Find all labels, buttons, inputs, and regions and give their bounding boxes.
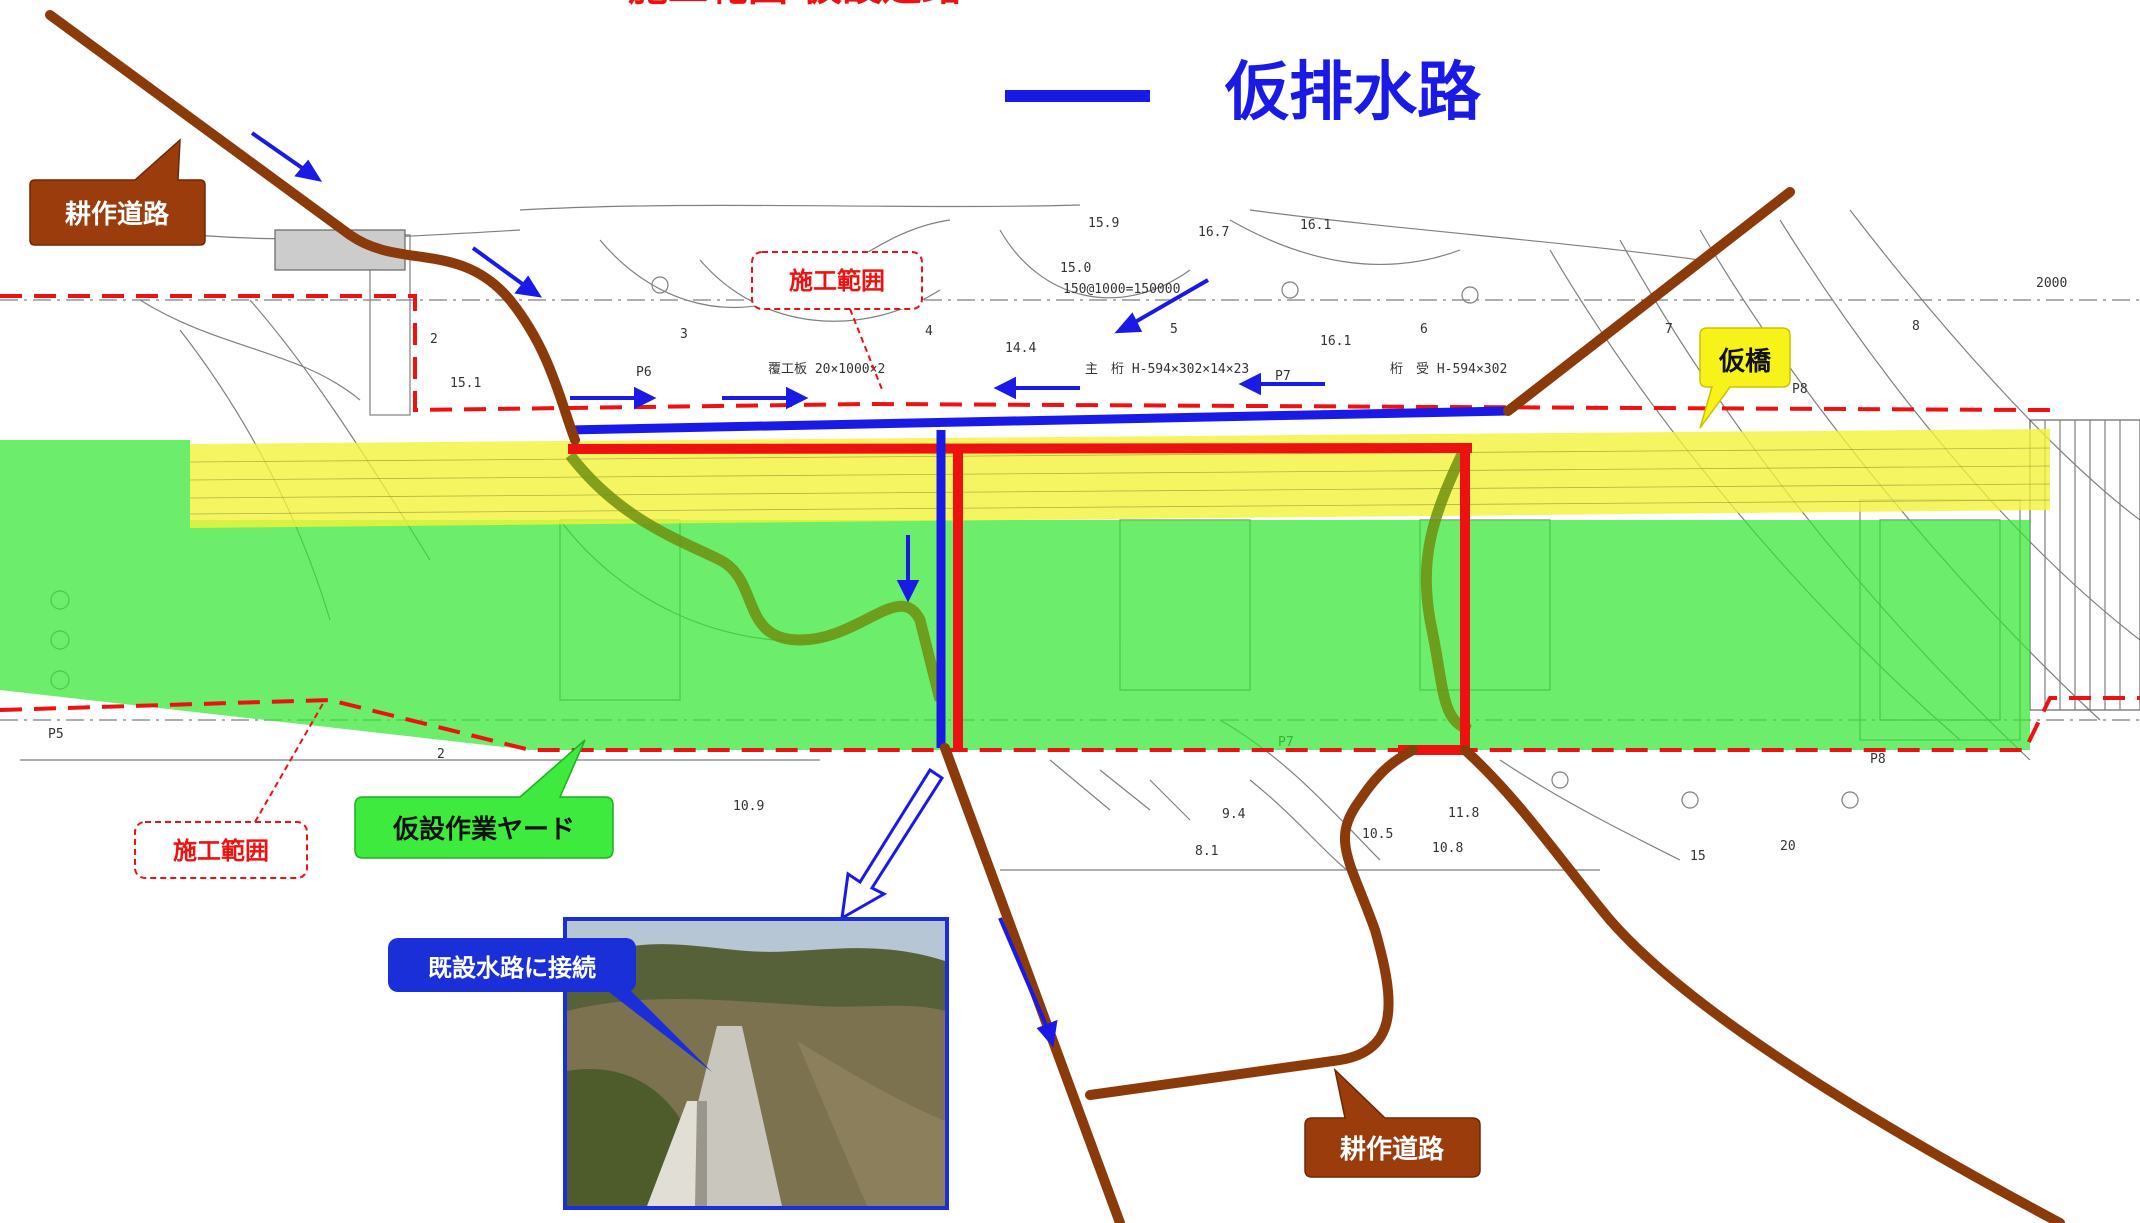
- elevation-label: 15.0: [1060, 261, 1091, 276]
- section-label: 8: [1912, 319, 1920, 334]
- elevation-label: 16.1: [1320, 334, 1351, 349]
- callout-label: 耕作道路: [65, 199, 170, 230]
- work-yard-area: [0, 440, 2030, 750]
- callout-label: 仮橋: [1718, 347, 1772, 377]
- elevation-label: 11.8: [1448, 806, 1479, 821]
- elevation-label: 10.8: [1432, 841, 1463, 856]
- bearing-label: 桁 受 H-594×302: [1390, 362, 1507, 377]
- cover-plate-label: 覆工板 20×1000×2: [768, 362, 885, 377]
- elevation-label: 14.4: [1005, 341, 1036, 356]
- callout-farm-road-bottom: 耕作道路: [1304, 1067, 1481, 1178]
- section-label: 3: [680, 327, 688, 342]
- elevation-label: 16.1: [1300, 218, 1331, 233]
- callout-construction-range-bottom: 施工範囲: [134, 699, 326, 879]
- bridge-grid: [189, 447, 2051, 515]
- pier-label: P6: [636, 365, 652, 380]
- plan-annotations: 2 3 4 5 6 7 8 2 P5 P6 P7 P8 P7 P8 15.9 1…: [48, 216, 2067, 864]
- elevation-label: 10.5: [1362, 827, 1393, 842]
- callout-connect-existing: 既設水路に接続: [388, 938, 636, 992]
- temp-drainage: [567, 406, 1509, 748]
- elevation-label: 20: [1780, 839, 1796, 854]
- existing-stream: [1420, 445, 1473, 736]
- elevation-label: 8.1: [1195, 844, 1218, 859]
- callout-construction-range-top: 施工範囲: [751, 251, 923, 393]
- elevation-label: 15.1: [450, 376, 481, 391]
- main-girder-label: 主 桁 H-594×302×14×23: [1085, 362, 1249, 377]
- section-label: 7: [1665, 322, 1673, 337]
- legend-drain-label: 仮排水路: [1224, 56, 1482, 130]
- callout-label: 施工範囲: [173, 837, 269, 865]
- callout-label: 仮設作業ヤード: [392, 814, 575, 845]
- section-label: 2: [430, 332, 438, 347]
- callout-label: 施工範囲: [789, 267, 885, 295]
- legend: 施工範囲 仮設道路 仮排水路: [628, 0, 1482, 130]
- section-label: 6: [1420, 322, 1428, 337]
- temp-road: [567, 443, 1473, 755]
- section-label: 5: [1170, 322, 1178, 337]
- elevation-label: 10.9: [733, 799, 764, 814]
- pier-label: P7: [1275, 369, 1291, 384]
- callout-temp-bridge: 仮橋: [1699, 327, 1791, 429]
- dimension-label: 2000: [2036, 276, 2067, 291]
- elevation-label: 16.7: [1198, 225, 1229, 240]
- pier-label: P8: [1792, 382, 1808, 397]
- construction-range-boundary: [0, 294, 2140, 752]
- callout-work-yard: 仮設作業ヤード: [354, 739, 614, 859]
- elevation-label: 9.4: [1222, 807, 1246, 822]
- legend-cut-text: 施工範囲 仮設道路: [628, 0, 963, 10]
- pier-label: P5: [48, 727, 64, 742]
- pier-label: P8: [1870, 752, 1886, 767]
- farm-road: [45, 10, 2065, 1223]
- dimension-label: 150@1000=150000: [1063, 282, 1180, 297]
- elevation-label: 15.9: [1088, 216, 1119, 231]
- flow-arrows: [250, 131, 1325, 1048]
- callout-label: 既設水路に接続: [428, 953, 596, 982]
- elevation-label: 15: [1690, 849, 1706, 864]
- section-label: 2: [437, 747, 445, 762]
- callout-farm-road-top: 耕作道路: [29, 138, 206, 246]
- callout-label: 耕作道路: [1340, 1134, 1445, 1165]
- section-label: 4: [925, 324, 933, 339]
- existing-stream: [565, 451, 946, 702]
- outflow-arrow: [840, 767, 945, 921]
